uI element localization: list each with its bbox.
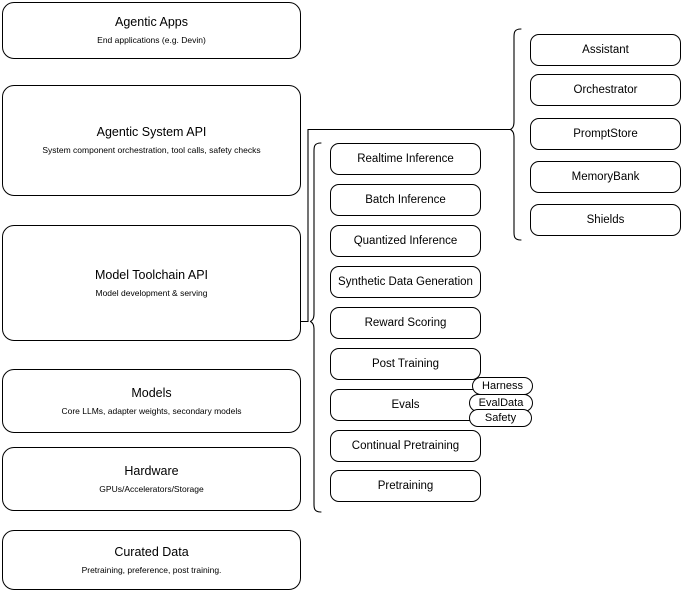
layer-subtitle: Core LLMs, adapter weights, secondary mo… bbox=[61, 405, 242, 416]
layer-title: Agentic Apps bbox=[115, 15, 188, 30]
layer-title: Hardware bbox=[124, 463, 179, 478]
component-shields[interactable]: Shields bbox=[530, 204, 681, 236]
layer-subtitle: System component orchestration, tool cal… bbox=[42, 145, 261, 155]
evals-pill-label: Safety bbox=[484, 412, 517, 424]
layer-curated-data[interactable]: Curated Data Pretraining, preference, po… bbox=[2, 530, 301, 590]
evals-pill-label: EvalData bbox=[478, 397, 524, 409]
capability-label: Evals bbox=[391, 398, 420, 411]
capability-batch-inference[interactable]: Batch Inference bbox=[330, 184, 481, 216]
layer-title: Curated Data bbox=[114, 544, 189, 559]
capability-pretraining[interactable]: Pretraining bbox=[330, 470, 481, 502]
capability-label: Synthetic Data Generation bbox=[338, 275, 473, 288]
capability-label: Quantized Inference bbox=[353, 234, 458, 247]
component-label: MemoryBank bbox=[571, 170, 640, 183]
layer-model-toolchain-api[interactable]: Model Toolchain API Model development & … bbox=[2, 225, 301, 341]
brace-toolchain-capabilities bbox=[309, 142, 322, 513]
layer-agentic-system-api[interactable]: Agentic System API System component orch… bbox=[2, 85, 301, 196]
layer-title: Model Toolchain API bbox=[94, 267, 209, 282]
capability-reward-scoring[interactable]: Reward Scoring bbox=[330, 307, 481, 339]
evals-pill-harness[interactable]: Harness bbox=[472, 377, 533, 395]
capability-synthetic-data-generation[interactable]: Synthetic Data Generation bbox=[330, 266, 481, 298]
capability-post-training[interactable]: Post Training bbox=[330, 348, 481, 380]
layer-agentic-apps[interactable]: Agentic Apps End applications (e.g. Devi… bbox=[2, 2, 301, 59]
layer-models[interactable]: Models Core LLMs, adapter weights, secon… bbox=[2, 369, 301, 433]
capability-label: Reward Scoring bbox=[364, 316, 447, 329]
evals-pill-safety[interactable]: Safety bbox=[469, 409, 532, 427]
capability-label: Post Training bbox=[371, 357, 440, 370]
component-memorybank[interactable]: MemoryBank bbox=[530, 161, 681, 193]
layer-subtitle: Pretraining, preference, post training. bbox=[81, 564, 222, 575]
component-label: Shields bbox=[586, 213, 625, 226]
layer-subtitle: End applications (e.g. Devin) bbox=[97, 35, 206, 45]
capability-label: Pretraining bbox=[377, 479, 434, 492]
component-assistant[interactable]: Assistant bbox=[530, 34, 681, 66]
layer-title: Agentic System API bbox=[96, 125, 207, 140]
capability-label: Batch Inference bbox=[365, 193, 446, 206]
layer-hardware[interactable]: Hardware GPUs/Accelerators/Storage bbox=[2, 447, 301, 511]
capability-realtime-inference[interactable]: Realtime Inference bbox=[330, 143, 481, 175]
brace-system-components bbox=[509, 28, 522, 241]
component-label: PromptStore bbox=[573, 127, 638, 140]
layer-subtitle: Model development & serving bbox=[95, 287, 208, 298]
component-label: Orchestrator bbox=[573, 83, 638, 96]
capability-evals[interactable]: Evals bbox=[330, 389, 481, 421]
evals-pill-label: Harness bbox=[482, 380, 523, 392]
capability-continual-pretraining[interactable]: Continual Pretraining bbox=[330, 430, 481, 462]
capability-label: Continual Pretraining bbox=[351, 439, 460, 452]
layer-subtitle: GPUs/Accelerators/Storage bbox=[99, 483, 204, 494]
capability-label: Realtime Inference bbox=[357, 152, 454, 165]
layer-title: Models bbox=[131, 385, 172, 400]
component-label: Assistant bbox=[582, 43, 629, 56]
component-orchestrator[interactable]: Orchestrator bbox=[530, 74, 681, 106]
component-promptstore[interactable]: PromptStore bbox=[530, 118, 681, 150]
capability-quantized-inference[interactable]: Quantized Inference bbox=[330, 225, 481, 257]
